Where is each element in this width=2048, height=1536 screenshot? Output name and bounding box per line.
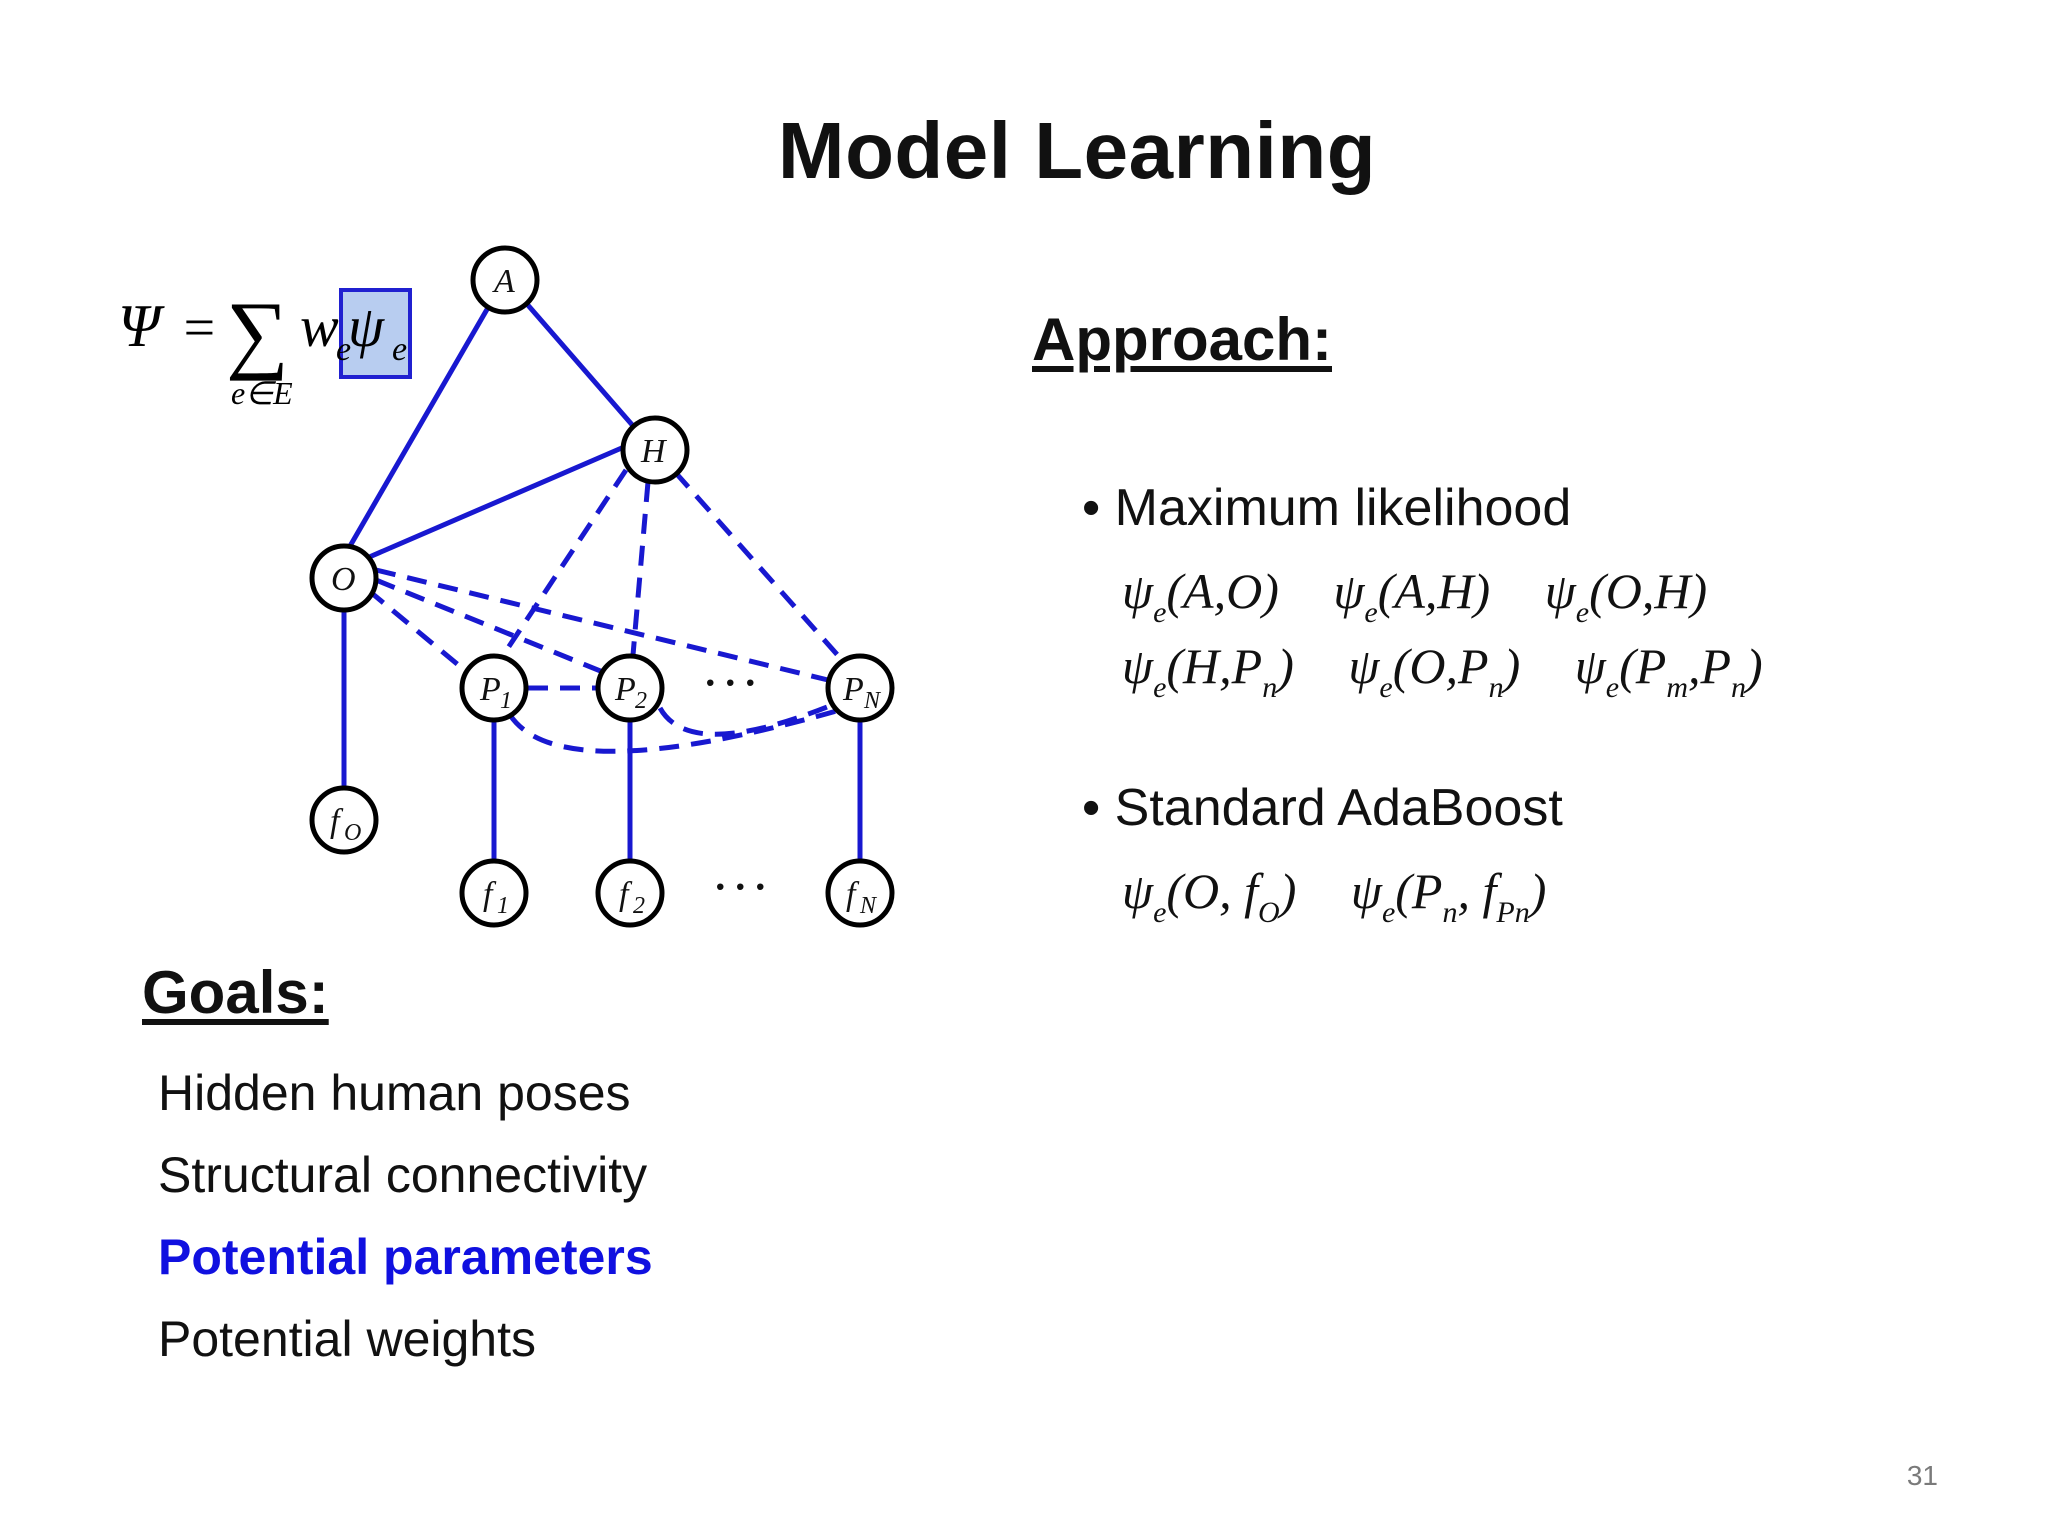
formula-lhs: Ψ bbox=[118, 293, 165, 359]
formula-psi: ψ bbox=[348, 294, 385, 359]
summation-sign: ∑ bbox=[226, 285, 289, 382]
edge-h-p2 bbox=[630, 481, 651, 656]
formula-w: w bbox=[300, 294, 339, 359]
node-label-p1: P bbox=[479, 671, 501, 708]
goal-item: Hidden human poses bbox=[158, 1065, 631, 1121]
potential-term: ψe(Pn, fPn) bbox=[1350, 863, 1547, 929]
node-p1 bbox=[459, 653, 529, 723]
node-a bbox=[470, 245, 540, 315]
node-label-h: H bbox=[640, 433, 668, 470]
graph-node-labels: A H O P 1 P 2 P N f O f 1 f 2 f N · · · … bbox=[330, 263, 882, 919]
edge-p1-pn bbox=[507, 707, 841, 754]
node-label-a: A bbox=[492, 263, 515, 300]
node-f1 bbox=[459, 858, 529, 928]
node-sub-fo: O bbox=[344, 820, 361, 846]
goal-item: Potential weights bbox=[158, 1311, 537, 1367]
ellipsis-f: · · · bbox=[715, 864, 765, 909]
node-sub-fn: N bbox=[859, 893, 878, 919]
goals-heading: Goals: bbox=[142, 959, 329, 1026]
formula-sum-subscript: e∈E bbox=[231, 375, 293, 411]
potential-term: ψe(Pm,Pn) bbox=[1574, 638, 1763, 704]
edge-o-p1 bbox=[366, 588, 470, 675]
potential-term: ψe(A,H) bbox=[1333, 563, 1491, 629]
slide-title: Model Learning bbox=[777, 106, 1377, 195]
potential-term: ψe(O, fO) bbox=[1122, 863, 1297, 929]
edge-a-h bbox=[518, 294, 636, 429]
node-sub-p1: 1 bbox=[500, 688, 512, 714]
ml-potentials-row-1: ψe(A,O) ψe(A,H) ψe(O,H) bbox=[1122, 562, 1749, 630]
formula-equals: = bbox=[180, 297, 218, 359]
node-sub-f1: 1 bbox=[497, 893, 509, 919]
bullet-standard-adaboost: • Standard AdaBoost bbox=[1082, 779, 1563, 837]
edge-h-p1 bbox=[497, 468, 629, 662]
graph-nodes bbox=[309, 245, 895, 928]
node-h bbox=[620, 415, 690, 485]
node-p2 bbox=[595, 653, 665, 723]
formula-psi-subscript: e bbox=[392, 331, 407, 368]
edge-h-o bbox=[366, 444, 625, 561]
page-number: 31 bbox=[1906, 1460, 1938, 1491]
highlight-box bbox=[339, 288, 412, 379]
potential-term: ψe(O,Pn) bbox=[1348, 638, 1521, 704]
edge-o-pn bbox=[375, 567, 829, 683]
formula-w-subscript: e bbox=[336, 331, 351, 368]
node-label-o: O bbox=[331, 561, 356, 598]
node-label-pn: P bbox=[842, 671, 864, 708]
potential-term: ψe(O,H) bbox=[1544, 563, 1708, 629]
bullet-maximum-likelihood: • Maximum likelihood bbox=[1082, 479, 1572, 537]
node-fo bbox=[309, 785, 379, 855]
goal-item-active: Potential parameters bbox=[158, 1229, 653, 1285]
node-fn bbox=[825, 858, 895, 928]
edge-p2-pn bbox=[657, 702, 833, 737]
approach-heading: Approach: bbox=[1032, 306, 1332, 373]
adaboost-potentials-row: ψe(O, fO) ψe(Pn, fPn) bbox=[1122, 862, 1588, 930]
node-f2 bbox=[595, 858, 665, 928]
node-pn bbox=[825, 653, 895, 723]
goal-item: Structural connectivity bbox=[158, 1147, 648, 1203]
node-sub-pn: N bbox=[863, 688, 882, 714]
edge-o-p2 bbox=[375, 577, 604, 675]
node-o bbox=[309, 543, 379, 613]
ellipsis-p: · · · bbox=[705, 660, 755, 705]
potential-term: ψe(H,Pn) bbox=[1122, 638, 1294, 704]
edge-a-o bbox=[343, 278, 507, 555]
node-sub-p2: 2 bbox=[635, 688, 647, 714]
node-sub-f2: 2 bbox=[633, 893, 645, 919]
edge-h-pn bbox=[673, 470, 844, 662]
node-label-p2: P bbox=[614, 671, 636, 708]
ml-potentials-row-2: ψe(H,Pn) ψe(O,Pn) ψe(Pm,Pn) bbox=[1122, 637, 1805, 705]
potential-term: ψe(A,O) bbox=[1122, 563, 1279, 629]
potential-formula: Ψ = ∑ e∈E w e ψ e bbox=[118, 285, 412, 411]
graph-edges bbox=[341, 278, 863, 866]
